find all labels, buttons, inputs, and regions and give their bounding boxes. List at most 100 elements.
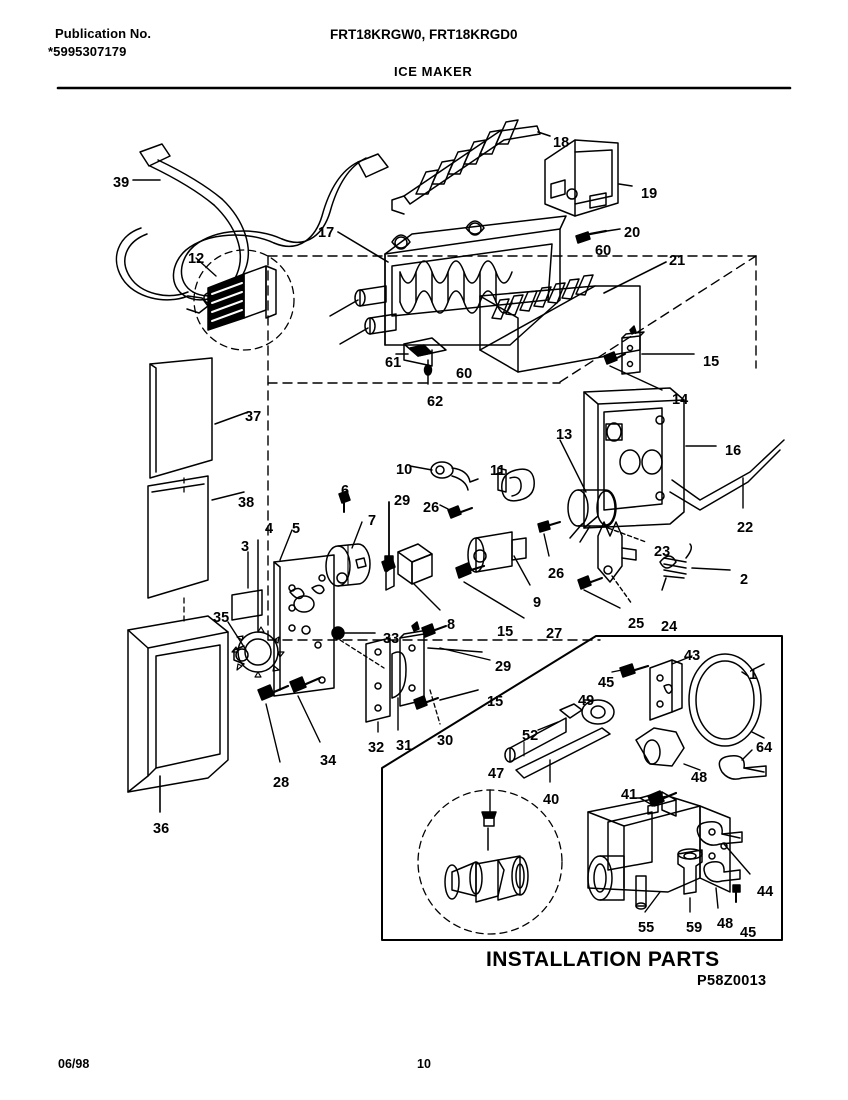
part-water-line-coil (688, 653, 765, 747)
part-screw-26a (447, 505, 473, 519)
callout-number-29: 29 (495, 659, 512, 675)
part-pin-29a (384, 501, 394, 565)
callout-number-15: 15 (487, 694, 504, 710)
part-screw-6 (338, 490, 351, 513)
callout-number-33: 33 (383, 631, 400, 647)
section-title: ICE MAKER (394, 64, 473, 79)
part-motor (325, 543, 371, 587)
part-panel-37 (149, 357, 249, 479)
part-screw-45a (619, 663, 650, 678)
callout-number-3: 3 (241, 539, 250, 555)
part-screw-26b (537, 520, 561, 533)
part-screw-14 (603, 351, 626, 365)
callout-number-32: 32 (368, 740, 385, 756)
callout-number-14: 14 (672, 392, 689, 408)
callout-number-11: 11 (490, 463, 506, 479)
callout-number-31: 31 (396, 738, 413, 754)
part-grommet-49 (581, 699, 615, 725)
part-insulator-31 (391, 651, 407, 699)
callout-number-6: 6 (341, 483, 350, 499)
callout-number-18: 18 (553, 135, 570, 151)
part-screw-25 (577, 575, 603, 590)
part-switch-15 (621, 325, 645, 375)
part-tubing-40 (515, 727, 611, 779)
callout-number-44: 44 (757, 884, 774, 900)
part-clamp-64 (718, 755, 767, 780)
part-lever-10 (430, 461, 479, 491)
callout-number-24: 24 (661, 619, 678, 635)
part-water-valve (587, 791, 731, 910)
callout-number-59: 59 (686, 920, 703, 936)
footer-date: 06/98 (58, 1057, 90, 1071)
callout-number-8: 8 (447, 617, 456, 633)
callout-number-48: 48 (691, 770, 708, 786)
callout-number-37: 37 (245, 409, 262, 425)
callout-number-4: 4 (265, 521, 274, 537)
callout-number-15: 15 (497, 624, 514, 640)
part-screw-41 (647, 790, 678, 807)
callout-number-10: 10 (396, 462, 413, 478)
part-panel-38 (147, 475, 245, 599)
part-tubing-52 (504, 703, 583, 763)
part-clip-61 (403, 337, 447, 385)
part-spring-2 (659, 543, 693, 591)
assembly-boundary (267, 255, 757, 641)
part-screw-15c (413, 695, 439, 710)
part-screw-20 (575, 229, 608, 244)
callout-number-1: 1 (749, 667, 758, 683)
part-ice-bin (127, 615, 229, 793)
part-screw-45b (732, 884, 741, 903)
part-label-3 (231, 589, 263, 621)
part-spring-clip-11 (497, 467, 535, 502)
callout-number-52: 52 (522, 728, 539, 744)
installation-parts-title: INSTALLATION PARTS (486, 948, 720, 971)
part-bracket-8 (385, 543, 433, 591)
part-switch-32 (365, 637, 391, 723)
callout-number-22: 22 (737, 520, 754, 536)
callout-number-60: 60 (456, 366, 473, 382)
callout-number-45: 45 (598, 675, 615, 691)
callout-number-29: 29 (394, 493, 411, 509)
publication-label: Publication No. (55, 26, 152, 41)
part-clamp-44 (696, 821, 743, 846)
part-screw-29b (381, 557, 396, 572)
callout-number-19: 19 (641, 186, 658, 202)
drawing-code: P58Z0013 (697, 973, 767, 989)
callout-number-55: 55 (638, 920, 655, 936)
callout-number-15: 15 (703, 354, 720, 370)
part-end-cap (544, 139, 619, 217)
part-screw-15b (421, 623, 447, 638)
callout-number-27: 27 (546, 626, 563, 642)
publication-number: *5995307179 (48, 44, 127, 59)
callout-number-64: 64 (756, 740, 773, 756)
part-gear (231, 539, 285, 678)
callout-number-40: 40 (543, 792, 560, 808)
callout-number-62: 62 (427, 394, 444, 410)
part-stripper (479, 274, 641, 373)
callout-number-26: 26 (423, 500, 440, 516)
part-motor-9 (467, 531, 527, 573)
installation-parts-box (381, 635, 783, 941)
part-nut-48 (635, 727, 685, 767)
part-wire-harness (115, 143, 389, 314)
part-ejector-fork (597, 521, 637, 583)
callout-number-43: 43 (684, 648, 701, 664)
callout-number-34: 34 (320, 753, 337, 769)
callout-number-26: 26 (548, 566, 565, 582)
part-screw-28 (257, 684, 290, 701)
callout-number-12: 12 (188, 251, 205, 267)
part-shutoff-arm (669, 439, 785, 511)
callout-number-16: 16 (725, 443, 742, 459)
part-plug-59 (677, 848, 703, 895)
callout-number-35: 35 (213, 610, 230, 626)
callout-number-7: 7 (368, 513, 377, 529)
part-bracket-43 (649, 659, 683, 721)
part-pivot-33 (331, 626, 345, 640)
callout-number-48: 48 (717, 916, 734, 932)
callout-number-23: 23 (654, 544, 671, 560)
callout-number-60: 60 (595, 243, 612, 259)
callout-number-47: 47 (488, 766, 505, 782)
callout-number-38: 38 (238, 495, 255, 511)
